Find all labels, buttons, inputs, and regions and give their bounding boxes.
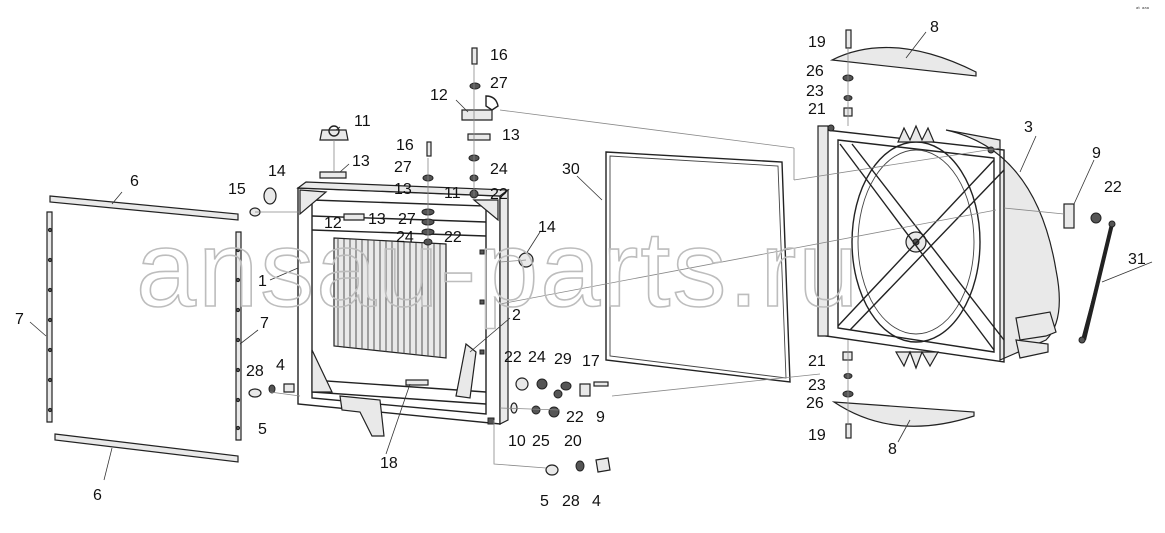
callout-26-top: 26: [806, 63, 824, 80]
callout-11-right: 11: [444, 185, 461, 202]
callout-29: 29: [554, 351, 572, 368]
callout-19-bottom: 19: [808, 427, 826, 444]
callout-12-right: 12: [430, 87, 448, 104]
callout-24-a: 24: [396, 229, 414, 246]
callout-22-c: 22: [504, 349, 522, 366]
callout-18: 18: [380, 455, 398, 472]
callout-11-left: 11: [354, 113, 371, 130]
callout-21-top: 21: [808, 101, 826, 118]
callout-28-right: 28: [562, 493, 580, 510]
callout-5-right: 5: [540, 493, 549, 510]
callout-23-bottom: 23: [808, 377, 826, 394]
callout-22-b: 22: [490, 186, 508, 203]
callout-9-right: 9: [1092, 145, 1101, 162]
assembly-center-lines: [269, 109, 1065, 397]
callout-6-bottom: 6: [93, 487, 102, 504]
callout-28-left: 28: [246, 363, 264, 380]
air-deflectors: [829, 46, 977, 427]
callout-13-c: 13: [394, 181, 412, 198]
callout-4-left: 4: [276, 357, 285, 374]
callout-22-e: 22: [1104, 179, 1122, 196]
callout-13-d: 13: [502, 127, 520, 144]
callout-31: 31: [1128, 251, 1146, 268]
callout-23-top: 23: [806, 83, 824, 100]
callout-4-right: 4: [592, 493, 601, 510]
watermark-text: ansau-parts.ru: [136, 208, 860, 329]
callout-8-bottom: 8: [888, 441, 897, 458]
callout-27-c: 27: [490, 75, 508, 92]
fan-side-hardware: [842, 29, 854, 439]
callout-9-lower: 9: [596, 409, 605, 426]
seal-frame: [605, 151, 791, 383]
callout-1: 1: [258, 273, 267, 290]
callout-14-right: 14: [538, 219, 556, 236]
callout-22-a: 22: [444, 229, 462, 246]
callout-13-a: 13: [352, 153, 370, 170]
callout-7-left: 7: [15, 311, 24, 328]
callout-14-left: 14: [268, 163, 286, 180]
callout-3: 3: [1024, 119, 1033, 136]
callout-17: 17: [582, 353, 600, 370]
callout-7-right: 7: [260, 315, 269, 332]
callout-24-c: 24: [528, 349, 546, 366]
callout-27-a: 27: [394, 159, 412, 176]
callout-19-top: 19: [808, 34, 826, 51]
callout-10: 10: [508, 433, 526, 450]
callout-labels: 6 6 7 7 1 15 14 28 4 5 11 13 12 13 13 16…: [15, 19, 1146, 510]
callout-8-top: 8: [930, 19, 939, 36]
callout-26-bottom: 26: [806, 395, 824, 412]
corner-mark: ᵃᵗ ᵃᵃᵃ: [1136, 6, 1149, 13]
top-mounting-hardware: [249, 47, 534, 268]
callout-30: 30: [562, 161, 580, 178]
callout-22-d: 22: [566, 409, 584, 426]
callout-2: 2: [512, 307, 521, 324]
fan-shroud-assembly: [817, 124, 1060, 370]
callout-20: 20: [564, 433, 582, 450]
callout-25: 25: [532, 433, 550, 450]
callout-24-b: 24: [490, 161, 508, 178]
callout-13-b: 13: [368, 211, 386, 228]
side-seal-strips: [46, 195, 242, 463]
gas-spring: [1063, 203, 1116, 344]
callout-5-left: 5: [258, 421, 267, 438]
callout-27-b: 27: [398, 211, 416, 228]
callout-12-left: 12: [324, 215, 342, 232]
callout-15: 15: [228, 181, 246, 198]
radiator-frame: [296, 181, 510, 437]
leader-lines: [29, 31, 1153, 481]
callout-21-bottom: 21: [808, 353, 826, 370]
callout-16-right: 16: [490, 47, 508, 64]
lower-hardware: [248, 377, 611, 476]
callout-16-left: 16: [396, 137, 414, 154]
callout-6-top: 6: [130, 173, 139, 190]
